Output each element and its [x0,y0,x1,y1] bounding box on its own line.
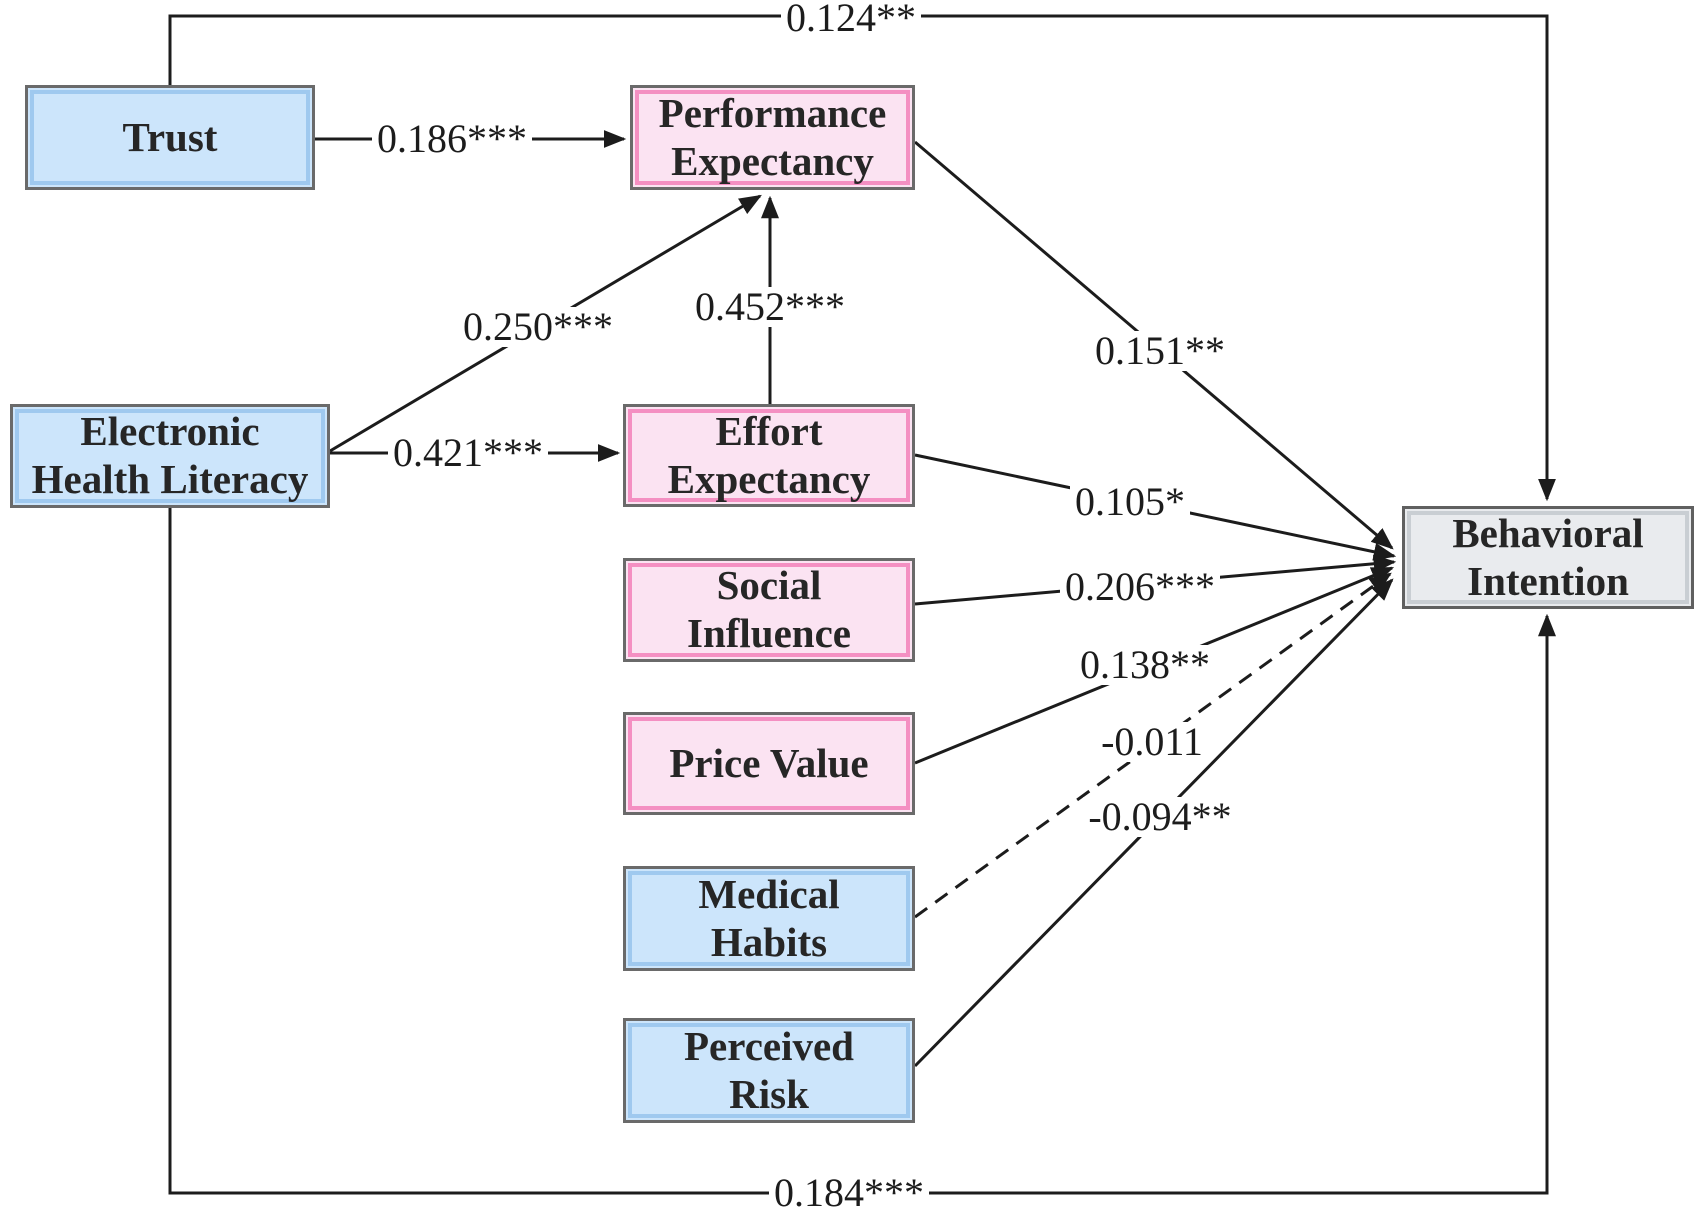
coef-ee-pe: 0.452*** [690,287,850,327]
node-performance-expectancy: Performance Expectancy [630,85,915,190]
coef-ee-bi: 0.105* [1070,482,1190,522]
coef-trust-bi: 0.124** [781,0,921,38]
coef-trust-pe: 0.186*** [372,119,532,159]
coef-ehl-bi: 0.184*** [769,1173,929,1213]
node-trust: Trust [25,85,315,190]
coef-ehl-pe: 0.250*** [458,307,618,347]
edge-medical-habits-to-behavioral-intention [914,572,1392,919]
coef-pr-bi: -0.094** [1083,797,1237,837]
node-behavioral-intention: Behavioral Intention [1402,506,1694,609]
node-electronic-health-literacy: Electronic Health Literacy [10,404,330,508]
node-effort-expectancy: Effort Expectancy [623,404,915,507]
coef-ehl-ee: 0.421*** [388,433,548,473]
coef-pe-bi: 0.151** [1090,331,1230,371]
node-social-influence: Social Influence [623,558,915,662]
coef-si-bi: 0.206*** [1060,567,1220,607]
node-perceived-risk: Perceived Risk [623,1018,915,1123]
node-medical-habits: Medical Habits [623,866,915,971]
coef-pv-bi: 0.138** [1075,645,1215,685]
node-price-value: Price Value [623,712,915,815]
coef-mh-bi: -0.011 [1096,722,1208,762]
